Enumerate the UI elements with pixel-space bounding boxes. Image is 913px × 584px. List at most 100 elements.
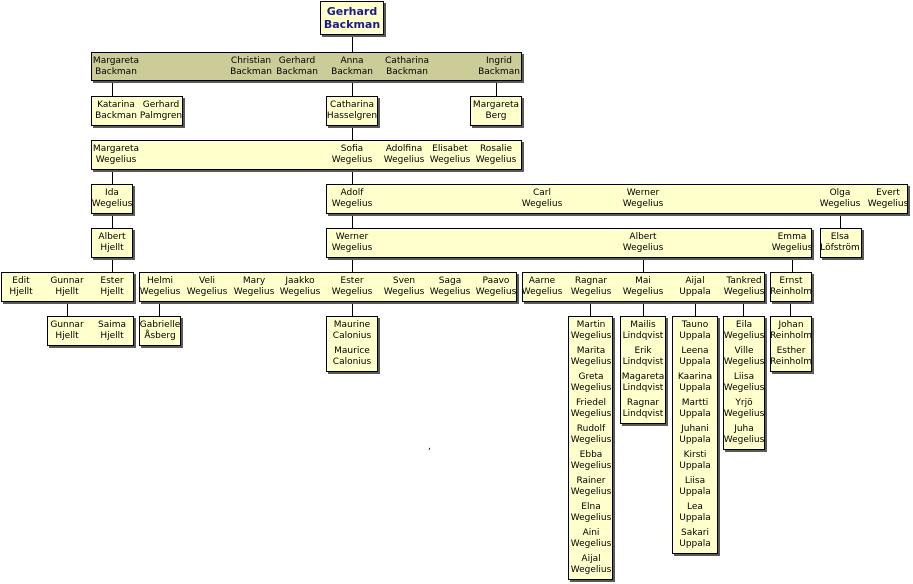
generation-1-box [91,52,522,81]
person-martti-uppala: Martti Uppala [679,398,711,419]
person-liisa-uppala: Liisa Uppala [679,476,711,497]
person-ragnar-lindqvist: Ragnar Lindqvist [622,398,664,419]
person-aarne-wegelius: Aarne Wegelius [521,276,563,297]
person-margareta-backman: Margareta Backman [92,56,140,77]
person-kaarina-uppala: Kaarina Uppala [677,372,713,393]
person-maurice-calonius: Maurice Calonius [332,346,372,367]
person-ester-hjellt: Ester Hjellt [100,276,124,297]
person-mailis-lindqvist: Mailis Lindqvist [622,320,664,341]
person-lea-uppala: Lea Uppala [679,502,711,523]
family-box-ingrid [470,96,522,126]
person-edit-hjellt: Edit Hjellt [9,276,33,297]
person-erik-lindqvist: Erik Lindqvist [622,346,664,367]
person-sven-wegelius: Sven Wegelius [383,276,425,297]
person-tankred-wegelius: Tankred Wegelius [723,276,765,297]
person-gerhard-backman-root: Gerhard Backman [323,5,381,31]
person-friedel-wegelius: Friedel Wegelius [570,398,612,419]
person-jaakko-wegelius: Jaakko Wegelius [279,276,321,297]
person-juhani-uppala: Juhani Uppala [679,424,711,445]
person-maurine-calonius: Maurine Calonius [332,320,372,341]
person-elsa-lofstrom: Elsa Löfström [820,232,860,253]
person-christian-backman: Christian Backman [230,56,272,77]
family-box-werner [326,228,812,258]
person-sakari-uppala: Sakari Uppala [679,528,711,549]
person-saima-hjellt: Saima Hjellt [97,320,127,341]
person-ida-wegelius: Ida Wegelius [91,188,133,209]
person-elisabet-wegelius: Elisabet Wegelius [429,144,471,165]
person-elna-wegelius: Elna Wegelius [570,502,612,523]
family-box-anna [326,96,378,126]
person-marita-wegelius: Marita Wegelius [570,346,612,367]
person-ville-wegelius: Ville Wegelius [723,346,765,367]
person-mai-wegelius: Mai Wegelius [622,276,664,297]
person-margareta-berg: Margareta Berg [472,100,520,121]
family-box-helmi [139,316,181,346]
family-box-albert-children [522,272,765,302]
person-rudolf-wegelius: Rudolf Wegelius [570,424,612,445]
person-adolfina-wegelius: Adolfina Wegelius [383,144,425,165]
person-greta-wegelius: Greta Wegelius [570,372,612,393]
family-box-albert-hjellt [91,228,133,258]
person-yrjo-wegelius: Yrjö Wegelius [723,398,765,419]
person-gabrielle-asberg: Gabrielle Åsberg [139,320,181,341]
svg-text:,: , [428,442,431,452]
family-box-katarina [91,96,183,126]
family-box-ida [91,184,133,214]
family-box-ernst [770,316,812,372]
person-olga-wegelius: Olga Wegelius [819,188,861,209]
person-veli-wegelius: Veli Wegelius [186,276,228,297]
family-box-olga [820,228,862,258]
family-box-ragnar [568,316,613,580]
person-martin-wegelius: Martin Wegelius [570,320,612,341]
person-aijal-wegelius: Aijal Wegelius [570,554,612,575]
person-carl-wegelius: Carl Wegelius [521,188,563,209]
person-kirsti-uppala: Kirsti Uppala [679,450,711,471]
family-box-emma-children [770,272,812,302]
person-eila-wegelius: Eila Wegelius [723,320,765,341]
person-tauno-uppala: Tauno Uppala [679,320,711,341]
person-magareta-lindqvist: Magareta Lindqvist [621,372,665,393]
person-ingrid-backman: Ingrid Backman [478,56,520,77]
person-evert-wegelius: Evert Wegelius [867,188,909,209]
family-box-ester [326,316,378,372]
person-albert-hjellt: Albert Hjellt [98,232,126,253]
family-box-mai [620,316,666,424]
person-leena-uppala: Leena Uppala [679,346,711,367]
person-saga-wegelius: Saga Wegelius [429,276,471,297]
person-anna-backman: Anna Backman [331,56,373,77]
person-juha-wegelius: Juha Wegelius [723,424,765,445]
person-adolf-wegelius: Adolf Wegelius [331,188,373,209]
family-box-hjellt-children [1,272,134,302]
person-catharina-hasselgren: Catharina Hasselgren [326,100,378,121]
person-gunnar-hjellt: Gunnar Hjellt [50,276,84,297]
person-sofia-wegelius: Sofia Wegelius [331,144,373,165]
person-gerhard-backman: Gerhard Backman [276,56,318,77]
person-liisa-wegelius: Liisa Wegelius [723,372,765,393]
person-ester-wegelius: Ester Wegelius [331,276,373,297]
family-box-tankred [723,316,765,450]
person-rosalie-wegelius: Rosalie Wegelius [475,144,517,165]
person-catharina-backman: Catharina Backman [385,56,429,77]
person-gerhard-palmgren: Gerhard Palmgren [139,100,183,121]
person-albert-wegelius: Albert Wegelius [622,232,664,253]
person-rainer-wegelius: Rainer Wegelius [570,476,612,497]
person-ragnar-wegelius: Ragnar Wegelius [570,276,612,297]
family-box-gunnar-hjellt [47,316,134,346]
person-mary-wegelius: Mary Wegelius [233,276,275,297]
person-aini-wegelius: Aini Wegelius [570,528,612,549]
person-margareta-wegelius: Margareta Wegelius [92,144,140,165]
person-esther-reinholm: Esther Reinholm [769,346,813,367]
person-aijal-uppala: Aijal Uppala [679,276,711,297]
family-box-adolf [326,184,908,214]
root-person-box [320,1,384,35]
person-ernst-reinholm: Ernst Reinholm [769,276,813,297]
person-werner-wegelius-2: Werner Wegelius [331,232,373,253]
person-ebba-wegelius: Ebba Wegelius [570,450,612,471]
person-johan-reinholm: Johan Reinholm [769,320,813,341]
generation-3-box [91,140,522,170]
family-box-aijal [672,316,718,554]
person-emma-wegelius: Emma Wegelius [771,232,813,253]
person-paavo-wegelius: Paavo Wegelius [475,276,517,297]
